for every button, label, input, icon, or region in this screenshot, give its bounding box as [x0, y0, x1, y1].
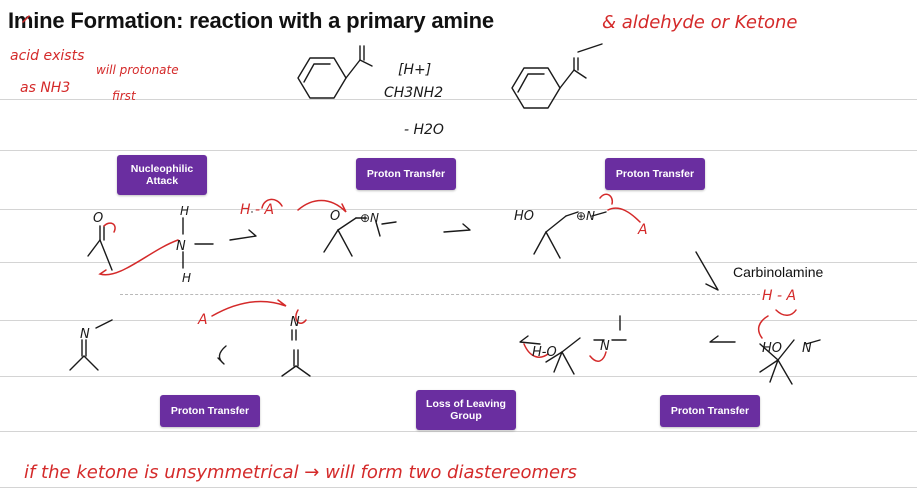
- ruled-line: [0, 320, 917, 321]
- badge-label: Proton Transfer: [615, 167, 695, 180]
- hw-n-atom: N: [80, 327, 90, 342]
- section-divider: [120, 294, 760, 295]
- hw-acid-note-4: first: [112, 89, 137, 103]
- hw-o-atom: O: [93, 211, 103, 226]
- ruled-line: [0, 262, 917, 263]
- hw-bottom-note: if the ketone is unsymmetrical → will fo…: [24, 462, 577, 483]
- badge-proton-transfer-4: Proton Transfer: [660, 395, 760, 427]
- hw-n-atom: N: [290, 315, 300, 330]
- hw-h-o: H-O: [532, 345, 557, 360]
- hw-acid-note-3: will protonate: [96, 63, 179, 77]
- hw-o-atom: O: [330, 209, 340, 224]
- hw-a: A: [637, 222, 648, 238]
- hw-n-atom: N: [176, 239, 186, 254]
- hw-ho: HO: [762, 341, 782, 356]
- imine-product-structure: [511, 43, 603, 109]
- ruled-line: [0, 431, 917, 432]
- badge-proton-transfer-1: Proton Transfer: [356, 158, 456, 190]
- carbinolamine-label: Carbinolamine: [733, 264, 824, 280]
- badge-loss-of-leaving-group: Loss of Leaving Group: [416, 390, 516, 430]
- page-title: Imine Formation: reaction with a primary…: [8, 8, 494, 33]
- hw-n-plus: ⊕N: [360, 211, 379, 225]
- hw-h-atom: H: [180, 204, 189, 218]
- badge-proton-transfer-3: Proton Transfer: [160, 395, 260, 427]
- badge-label: Proton Transfer: [670, 404, 750, 417]
- ruled-line: [0, 99, 917, 100]
- carbinolamine-structure: [759, 339, 821, 385]
- ruled-line: [0, 209, 917, 210]
- badge-nucleophilic-attack: Nucleophilic Attack: [117, 155, 207, 195]
- hw-ho: HO: [514, 209, 534, 224]
- badge-label: Proton Transfer: [170, 404, 250, 417]
- hw-n-atom: N: [600, 339, 610, 354]
- final-imine-structure: [69, 319, 113, 371]
- hw-conditions-water: - H2O: [404, 122, 444, 138]
- iminium-structure: [281, 329, 311, 377]
- hw-conditions-amine: CH3NH2: [384, 85, 443, 101]
- ruled-line: [0, 376, 917, 377]
- badge-proton-transfer-2: Proton Transfer: [605, 158, 705, 190]
- hw-conditions-acid: [H+]: [398, 62, 431, 78]
- badge-label: Loss of Leaving Group: [426, 397, 506, 422]
- hw-h-atom: H: [182, 271, 191, 285]
- tetrahedral-intermediate-1: [323, 217, 397, 257]
- hw-acid-note-1: acid exists: [10, 48, 84, 64]
- hw-h-a: H - A: [240, 202, 274, 218]
- hw-a: A: [197, 312, 208, 328]
- badge-label: Proton Transfer: [366, 167, 446, 180]
- carbonyl-structure: [87, 225, 113, 271]
- benzaldehyde-structure: [297, 45, 373, 99]
- hw-n-plus: ⊕N: [576, 209, 595, 223]
- ruled-line: [0, 487, 917, 488]
- tetrahedral-intermediate-2: [533, 211, 607, 259]
- protonated-intermediate: [545, 315, 627, 375]
- hw-acid-note-2: as NH3: [20, 80, 70, 96]
- hw-n-atom: N: [802, 341, 812, 356]
- hw-h-a: H - A: [762, 288, 796, 304]
- hw-top-right-note: & aldehyde or Ketone: [602, 12, 798, 33]
- ruled-line: [0, 150, 917, 151]
- badge-label: Nucleophilic Attack: [130, 162, 194, 187]
- amine-structure: [182, 217, 214, 269]
